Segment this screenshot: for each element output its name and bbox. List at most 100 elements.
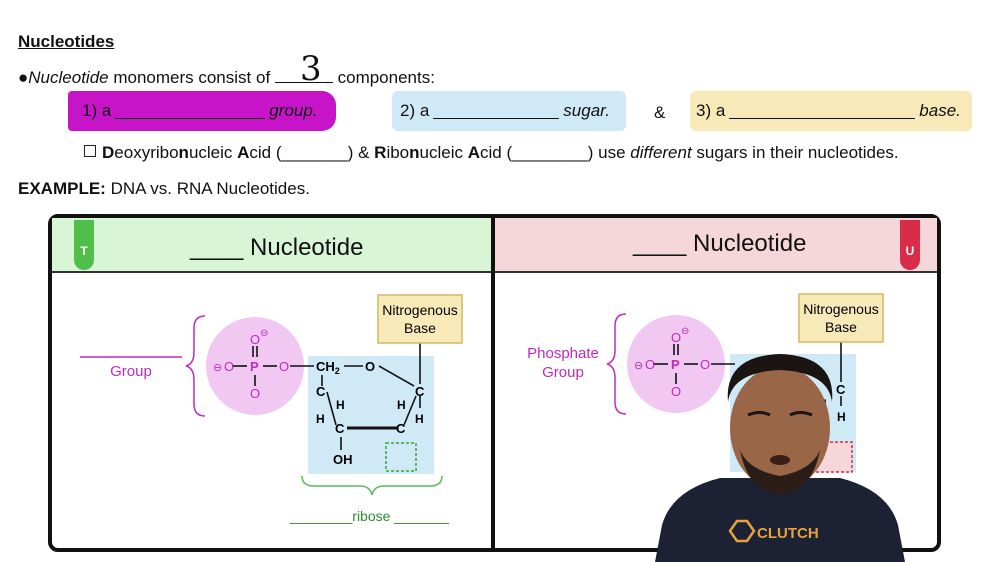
page-title: Nucleotides	[18, 32, 115, 51]
component-2-highlight: 2) a sugar.	[392, 91, 626, 131]
hydroxyl-group: OH	[333, 452, 353, 467]
different-word: different	[630, 143, 692, 162]
phosphate-group-label-1: Phosphate	[527, 345, 599, 362]
rna-text-1: ibo	[386, 143, 410, 162]
panel-divider	[491, 218, 495, 548]
presenter-shirt	[655, 478, 905, 562]
presenter-hair	[727, 354, 833, 402]
rna-phosphate-oxygen-left: O	[645, 357, 655, 372]
ring-oxygen: O	[365, 359, 375, 374]
sugar-brace	[301, 475, 443, 496]
rna-base-box-line-2: Base	[825, 319, 857, 335]
ester-oxygen: O	[279, 359, 289, 374]
rna-n: n	[409, 143, 420, 162]
rna-phosphate-oxygen-top: O	[671, 330, 681, 345]
base-box-line-1: Nitrogenous	[382, 302, 458, 318]
dna-text-2: ucleic	[188, 143, 238, 162]
rna-text-3: cid (________) use	[479, 143, 631, 162]
phosphate-brace	[185, 315, 206, 417]
dna-a: A	[237, 143, 250, 162]
nitrogenous-base-box	[377, 294, 463, 344]
component-2-blank	[433, 104, 560, 119]
component-2-prefix: 2) a	[400, 101, 430, 120]
checkbox-square	[84, 145, 96, 157]
dna-rna-note: Deoxyribonucleic Acid (_______) & Ribonu…	[84, 143, 899, 163]
phosphate-charge-2: ⊖	[260, 328, 268, 339]
sugar-caption: ________ribose _______	[289, 508, 449, 524]
phosphate-oxygen-bottom: O	[250, 386, 260, 401]
base-box-line-2: Base	[404, 320, 436, 336]
answer-blank	[274, 68, 333, 83]
comparison-frame	[48, 214, 941, 552]
presenter-face	[730, 366, 830, 490]
component-1-highlight: 1) a group.	[68, 91, 336, 131]
dna-initial: D	[102, 143, 115, 162]
ch2-group: CH2	[316, 359, 340, 376]
h-1a: H	[397, 398, 406, 412]
dna-structure: Group ⊖ O P O ⊖ O O CH2 O C C H H H H C	[80, 294, 463, 524]
dna-n: n	[178, 143, 189, 162]
rna-base-box-line-1: Nitrogenous	[803, 301, 879, 317]
rna-phosphate-charge-2: ⊖	[681, 326, 689, 337]
phosphate-charge-1: ⊖	[213, 362, 222, 374]
note-end: sugars in their nucleotides.	[691, 143, 899, 162]
components-bullet: ●Nucleotide monomers consist of componen…	[18, 68, 435, 88]
rna-panel-title: ____ Nucleotide	[633, 230, 807, 257]
phosphate-oxygen-left: O	[224, 359, 234, 374]
group-label: Group	[110, 363, 152, 380]
bullet-text-before: monomers consist of	[108, 68, 275, 87]
component-2-suffix: sugar.	[563, 101, 610, 120]
component-3-blank	[729, 104, 916, 119]
example-text: DNA vs. RNA Nucleotides.	[105, 179, 310, 198]
h-4a: H	[336, 398, 345, 412]
example-line: EXAMPLE: DNA vs. RNA Nucleotides.	[18, 179, 310, 199]
rna-ester-oxygen: O	[700, 357, 710, 372]
component-3-prefix: 3) a	[696, 101, 726, 120]
rna-carbon-1: C	[836, 382, 846, 397]
h-4b: H	[316, 412, 325, 426]
component-3-suffix: base.	[919, 101, 961, 120]
rna-panel-header: ____ Nucleotide	[495, 218, 937, 273]
rna-initial: R	[374, 143, 387, 162]
component-1-blank	[115, 104, 266, 119]
rna-a: A	[467, 143, 480, 162]
carbon-2: C	[396, 421, 406, 436]
presenter-beard	[740, 450, 820, 494]
rna-nitrogenous-base-box	[798, 293, 884, 343]
presenter-video: CLUTCH	[655, 354, 905, 562]
missing-oh-box	[385, 442, 417, 472]
component-1-prefix: 1) a	[82, 101, 112, 120]
dna-text-3: cid (_______) &	[249, 143, 375, 162]
phosphate-oxygen-top: O	[250, 332, 260, 347]
carbon-4: C	[316, 384, 326, 399]
uracil-tag: U	[900, 220, 920, 270]
rna-phosphate-charge-1: ⊖	[634, 360, 643, 372]
rna-phosphorus-atom: P	[671, 357, 680, 372]
handwritten-answer: 3	[300, 49, 322, 89]
rna-text-2: ucleic	[419, 143, 468, 162]
thymine-tag: T	[74, 220, 94, 270]
dna-text-1: eoxyribo	[114, 143, 179, 162]
bullet-text-after: components:	[332, 68, 435, 87]
nucleotide-term: Nucleotide	[28, 68, 109, 87]
ampersand: &	[654, 103, 666, 122]
rna-phosphate-oxygen-bottom: O	[671, 384, 681, 399]
phosphorus-atom: P	[250, 359, 259, 374]
phosphate-circle	[206, 317, 304, 415]
carbon-1: C	[415, 384, 425, 399]
phosphate-group-label-2: Group	[542, 364, 584, 381]
dna-panel-header: ____ Nucleotide	[52, 218, 491, 273]
h-1b: H	[415, 412, 424, 426]
clutch-logo-text: CLUTCH	[757, 525, 819, 542]
component-3-highlight: 3) a base.	[690, 91, 972, 131]
dna-panel-title: ____ Nucleotide	[190, 234, 364, 261]
rna-phosphate-brace	[606, 313, 627, 415]
sugar-box	[308, 356, 434, 474]
component-1-suffix: group.	[269, 101, 318, 120]
bullet-glyph: ●	[18, 68, 29, 87]
carbon-3: C	[335, 421, 345, 436]
rna-h-1b: H	[837, 410, 846, 424]
clutch-logo-icon	[728, 519, 756, 543]
example-label: EXAMPLE:	[18, 179, 106, 198]
